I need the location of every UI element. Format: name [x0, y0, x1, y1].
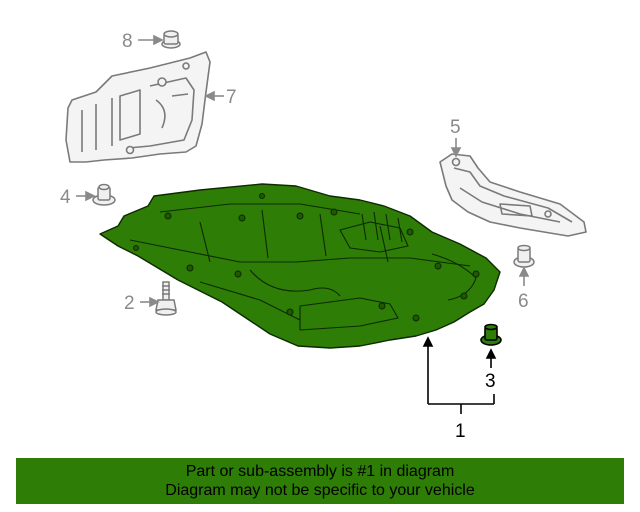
part-3-clip[interactable]: [480, 323, 502, 346]
part-4-clip[interactable]: [92, 183, 116, 206]
parts-diagram: 8 7 4 2 5 6 3 1: [60, 30, 587, 442]
callout-2: 2: [124, 293, 135, 314]
callout-5: 5: [450, 117, 461, 138]
callout-8: 8: [122, 31, 133, 52]
leader-lines-gray: [76, 34, 530, 308]
banner-line-2: Diagram may not be specific to your vehi…: [165, 482, 475, 499]
part-1-engine-under-cover[interactable]: [99, 183, 501, 349]
leader-lines-black: [422, 336, 497, 414]
callout-1: 1: [455, 421, 466, 442]
callout-4: 4: [60, 187, 71, 208]
info-banner: Part or sub-assembly is #1 in diagram Di…: [16, 458, 624, 504]
banner-line-1: Part or sub-assembly is #1 in diagram: [185, 463, 455, 480]
callout-6: 6: [518, 291, 529, 312]
callout-3: 3: [485, 371, 496, 392]
part-5-bracket[interactable]: [439, 153, 587, 237]
part-7-side-shield[interactable]: [65, 51, 211, 163]
part-6-clip[interactable]: [513, 244, 535, 268]
callout-7: 7: [226, 87, 237, 108]
part-8-clip[interactable]: [161, 30, 181, 49]
part-2-bolt[interactable]: [155, 281, 177, 316]
